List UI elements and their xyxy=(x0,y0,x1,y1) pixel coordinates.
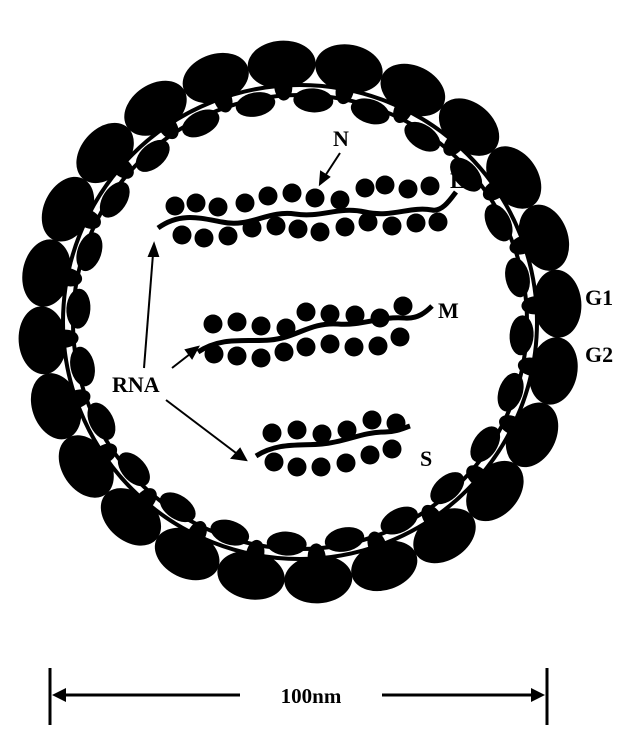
segment-m-nucleoprotein xyxy=(205,345,224,364)
segment-l-nucleoprotein xyxy=(407,214,426,233)
g2-glycoprotein xyxy=(207,515,253,550)
scale-bar-label: 100nm xyxy=(281,684,342,708)
segment-m-nucleoprotein xyxy=(297,338,316,357)
g2-glycoprotein xyxy=(508,315,534,356)
segment-m-nucleoprotein xyxy=(321,335,340,354)
segment-m-nucleoprotein xyxy=(228,313,247,332)
label-g1: G1 xyxy=(585,285,613,310)
segment-l-nucleoprotein xyxy=(429,213,448,232)
segment-l-nucleoprotein xyxy=(306,189,325,208)
arrow-n-to-nucleoprotein xyxy=(320,153,340,184)
segment-l-nucleoprotein xyxy=(331,191,350,210)
g2-glycoprotein xyxy=(293,87,334,113)
arrow-rna-to-m xyxy=(172,347,198,368)
segment-s xyxy=(256,411,410,477)
glycoprotein-spikes xyxy=(16,38,583,605)
segment-l-nucleoprotein xyxy=(243,219,262,238)
segment-s-nucleoprotein xyxy=(337,454,356,473)
g2-glycoprotein xyxy=(424,466,470,510)
segment-s-nucleoprotein xyxy=(288,421,307,440)
g2-glycoprotein xyxy=(65,288,91,329)
segment-m-nucleoprotein xyxy=(391,328,410,347)
g2-glycoprotein xyxy=(347,94,393,129)
segment-l-nucleoprotein xyxy=(259,187,278,206)
segment-m-nucleoprotein xyxy=(394,297,413,316)
segment-m-nucleoprotein xyxy=(371,309,390,328)
label-s: S xyxy=(420,446,432,471)
label-n: N xyxy=(333,126,349,151)
segment-m-nucleoprotein xyxy=(252,317,271,336)
segment-s-nucleoprotein xyxy=(313,425,332,444)
segment-l-nucleoprotein xyxy=(195,229,214,248)
segment-m-nucleoprotein xyxy=(204,315,223,334)
segment-l-nucleoprotein xyxy=(267,217,286,236)
segment-s-nucleoprotein xyxy=(265,453,284,472)
label-g2: G2 xyxy=(585,342,613,367)
segment-s-nucleoprotein xyxy=(288,458,307,477)
segment-l-nucleoprotein xyxy=(376,176,395,195)
segment-l-nucleoprotein xyxy=(219,227,238,246)
g2-glycoprotein xyxy=(112,446,156,492)
segment-l-nucleoprotein xyxy=(336,218,355,237)
segment-s-nucleoprotein xyxy=(361,446,380,465)
segment-l-nucleoprotein xyxy=(283,184,302,203)
segment-l-nucleoprotein xyxy=(383,217,402,236)
envelope-outer-membrane xyxy=(63,85,537,559)
segment-m-nucleoprotein xyxy=(275,343,294,362)
scale-bar-left-arrowhead xyxy=(52,688,66,702)
segment-l-nucleoprotein xyxy=(399,180,418,199)
segment-s-nucleoprotein xyxy=(338,421,357,440)
segment-m-nucleoprotein xyxy=(346,306,365,325)
segment-s-nucleoprotein xyxy=(312,458,331,477)
scale-bar-right-arrowhead xyxy=(531,688,545,702)
segment-m-nucleoprotein xyxy=(321,305,340,324)
g2-glycoprotein xyxy=(130,134,176,178)
label-l: L xyxy=(450,168,465,193)
segment-m-nucleoprotein xyxy=(277,319,296,338)
segment-l xyxy=(158,176,456,248)
g2-glycoprotein xyxy=(72,229,107,275)
arrow-rna-to-s xyxy=(166,400,246,460)
segment-l-nucleoprotein xyxy=(356,179,375,198)
viral-envelope xyxy=(63,85,537,559)
segment-l-nucleoprotein xyxy=(173,226,192,245)
segment-l-nucleoprotein xyxy=(421,177,440,196)
g2-glycoprotein xyxy=(266,530,307,556)
segment-m-nucleoproteins xyxy=(204,297,413,368)
arrow-rna-to-l xyxy=(144,244,158,368)
label-rna: RNA xyxy=(112,372,160,397)
segment-s-nucleoprotein xyxy=(387,414,406,433)
segment-l-nucleoprotein xyxy=(166,197,185,216)
segment-m-nucleoprotein xyxy=(297,303,316,322)
g2-glycoprotein xyxy=(493,369,528,415)
segment-m-nucleoprotein xyxy=(369,337,388,356)
segment-l-nucleoprotein xyxy=(311,223,330,242)
segment-m xyxy=(198,297,432,368)
segment-l-nucleoprotein xyxy=(289,220,308,239)
segment-s-nucleoprotein xyxy=(383,440,402,459)
segment-s-nucleoprotein xyxy=(263,424,282,443)
segment-m-nucleoprotein xyxy=(228,347,247,366)
segment-l-nucleoprotein xyxy=(236,194,255,213)
segment-l-nucleoprotein xyxy=(187,194,206,213)
segment-m-nucleoprotein xyxy=(345,338,364,357)
segment-s-nucleoprotein xyxy=(363,411,382,430)
segment-l-nucleoprotein xyxy=(209,198,228,217)
segment-l-nucleoprotein xyxy=(359,213,378,232)
segment-m-nucleoprotein xyxy=(252,349,271,368)
label-m: M xyxy=(438,298,459,323)
